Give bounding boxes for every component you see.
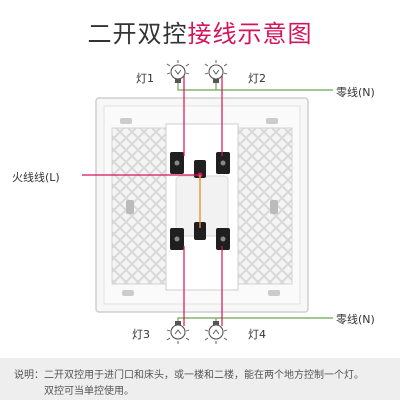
mount-hole-tr	[266, 118, 278, 124]
bulb-icon	[204, 321, 228, 344]
title-main: 二开双控	[87, 20, 188, 48]
terminal-top-mid	[194, 160, 206, 178]
mount-hole-bl	[122, 290, 134, 296]
right-grid-area	[237, 127, 293, 285]
bulb-icon	[166, 60, 190, 83]
terminal-screw-icon	[220, 160, 226, 166]
terminal-bottom-mid	[194, 222, 206, 240]
mount-hole-br	[268, 290, 280, 296]
mount-hole-tl	[120, 118, 132, 124]
lamp4-label: 灯4	[248, 328, 266, 341]
lamp1-label: 灯1	[136, 72, 154, 85]
bulb-icon	[204, 60, 228, 83]
terminal-screw-icon	[174, 236, 180, 242]
lamp2-label: 灯2	[248, 72, 266, 85]
lamp3-label: 灯3	[132, 328, 150, 341]
neutral-label-bottom: 零线(N)	[336, 313, 375, 326]
diagram-title: 二开双控接线示意图	[0, 14, 400, 49]
side-slot-left	[126, 200, 134, 214]
bulb-icon	[166, 321, 190, 344]
neutral-label-top: 零线(N)	[336, 86, 375, 99]
terminal-screw-icon	[220, 236, 226, 242]
note-line-1: 说明：二开双控用于进门口和床头，或一楼和二楼，能在两个地方控制一个灯。	[14, 370, 364, 381]
live-label: 火线线(L)	[12, 171, 60, 184]
left-grid-area	[111, 127, 167, 285]
side-slot-right	[270, 200, 278, 214]
terminal-screw-icon	[174, 160, 180, 166]
note-line-2: 双控可当单控使用。	[44, 386, 134, 397]
note-box: 说明：二开双控用于进门口和床头，或一楼和二楼，能在两个地方控制一个灯。 双控可当…	[0, 358, 400, 400]
title-accent: 接线示意图	[187, 20, 313, 48]
